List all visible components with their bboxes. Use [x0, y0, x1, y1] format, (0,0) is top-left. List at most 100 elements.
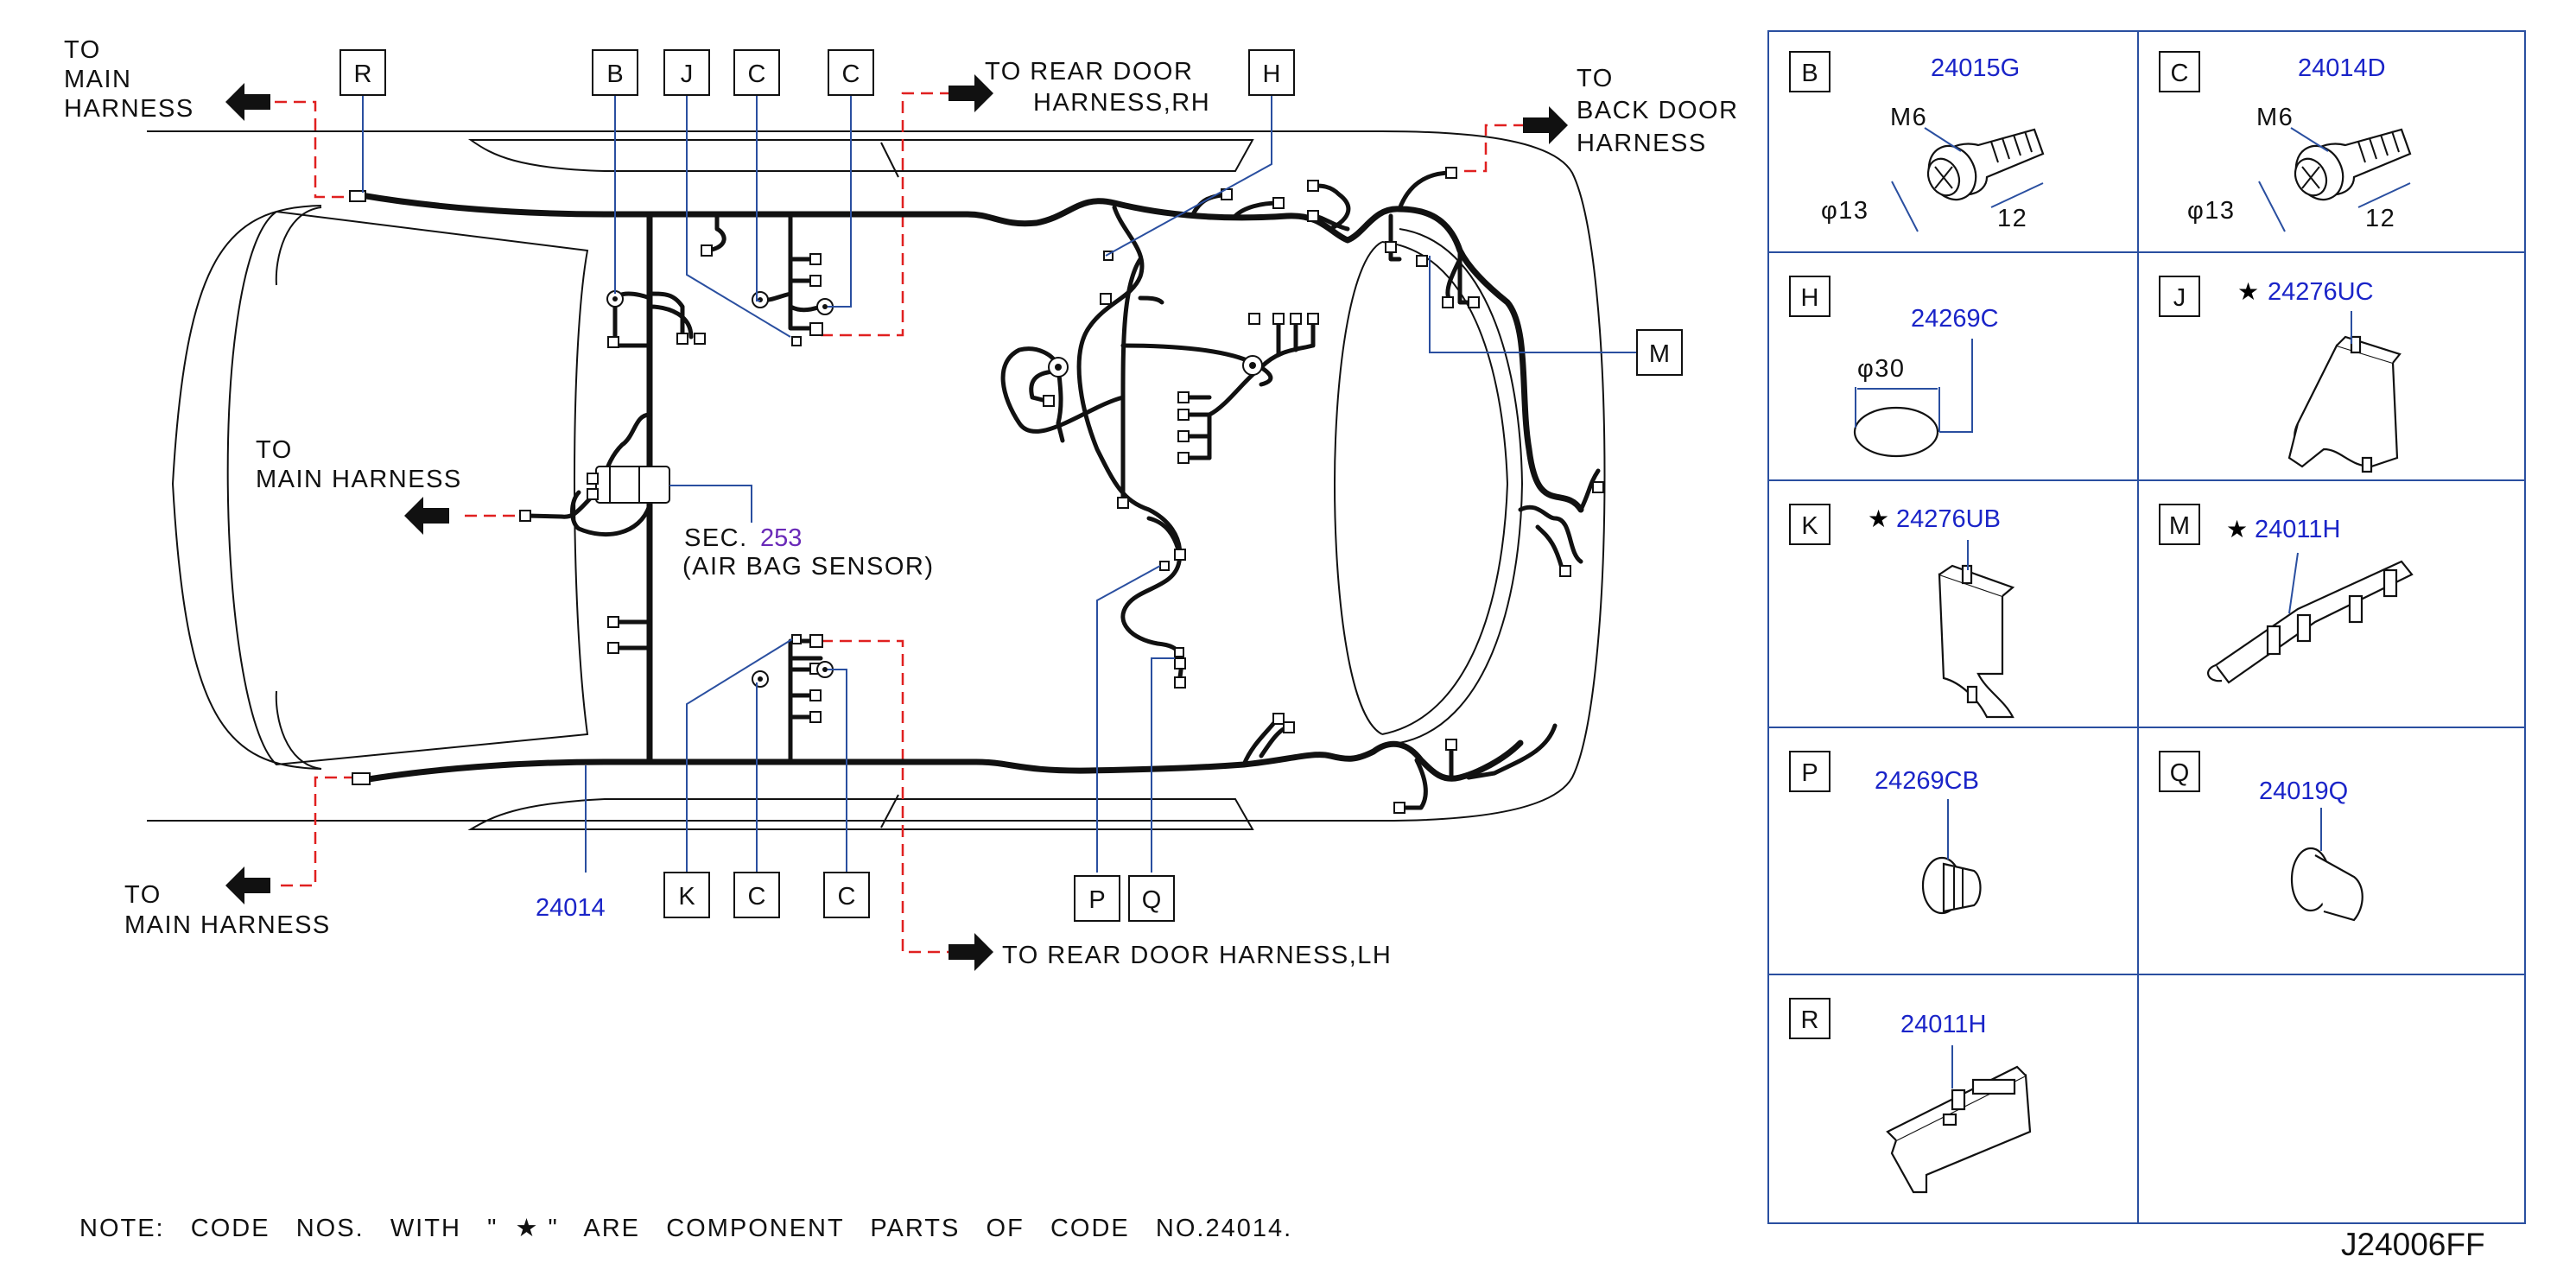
- svg-text:R: R: [1801, 1006, 1819, 1034]
- callout-q: Q: [1128, 875, 1175, 922]
- parts-table: B 24015G M6 φ13 12 C 24014D M6 φ13: [1767, 30, 2526, 1224]
- sec-number: 253: [760, 524, 802, 552]
- star-icon: ★: [1868, 505, 1889, 532]
- callout-c-bottom-1: C: [733, 872, 780, 918]
- callout-c-top-1: C: [733, 49, 780, 96]
- callout-b: B: [592, 49, 638, 96]
- part-code: 24011H: [2255, 516, 2340, 543]
- part-code: 24014D: [2298, 54, 2386, 82]
- svg-text:K: K: [678, 883, 695, 911]
- bolt-icon: [2258, 127, 2412, 232]
- svg-text:M: M: [1649, 340, 1670, 368]
- part-cell-m: M ★ 24011H: [2159, 504, 2414, 684]
- svg-text:M: M: [2169, 512, 2190, 540]
- to-back-door-line3: HARNESS: [1577, 130, 1707, 157]
- callout-j: J: [663, 49, 710, 96]
- diameter-spec: φ13: [2187, 197, 2236, 225]
- plug-icon: [1853, 339, 1973, 458]
- clip-icon: [1938, 540, 2015, 719]
- to-rear-door-lh: TO REAR DOOR HARNESS,LH: [1002, 942, 1392, 969]
- connectors: [349, 167, 1604, 814]
- part-cell-r: R 24011H: [1789, 998, 2032, 1194]
- clip-icon: [2287, 311, 2402, 473]
- part-code: 24015G: [1931, 54, 2020, 82]
- length-spec: 12: [2365, 205, 2395, 232]
- to-back-door-line2: BACK DOOR: [1577, 97, 1739, 124]
- svg-text:P: P: [1801, 759, 1818, 787]
- to-rear-door-rh-line1: TO REAR DOOR: [985, 58, 1193, 86]
- callout-c-bottom-2: C: [823, 872, 870, 918]
- part-cell-c: C 24014D M6 φ13 12: [2159, 51, 2412, 232]
- callout-k: K: [663, 872, 710, 918]
- to-main-harness-top-line1: TO: [64, 36, 101, 64]
- to-main-harness-bottom-line2: MAIN HARNESS: [124, 911, 331, 939]
- part-cell-j: J ★ 24276UC: [2159, 276, 2402, 473]
- air-bag-sensor: [587, 466, 670, 504]
- footnote: NOTE: CODE NOS. WITH " ★ " ARE COMPONENT…: [79, 1215, 1293, 1242]
- svg-text:P: P: [1088, 886, 1105, 914]
- svg-text:K: K: [1801, 512, 1818, 540]
- star-icon: ★: [2226, 516, 2248, 543]
- to-main-harness-mid-line2: MAIN HARNESS: [256, 466, 462, 493]
- to-back-door-line1: TO: [1577, 65, 1614, 92]
- svg-text:C: C: [2171, 60, 2189, 87]
- direction-arrows: [225, 74, 1568, 971]
- callout-p: P: [1074, 875, 1120, 922]
- svg-text:J: J: [681, 60, 694, 88]
- svg-text:Q: Q: [2170, 759, 2190, 787]
- callout-h: H: [1248, 49, 1295, 96]
- svg-text:J: J: [2173, 284, 2186, 312]
- part-cell-h: H 24269C φ30: [1789, 276, 1999, 458]
- callout-r-top: R: [339, 49, 386, 96]
- diameter-spec: φ30: [1857, 355, 1906, 383]
- arrow-left-icon: [225, 83, 270, 121]
- thread-spec: M6: [2256, 104, 2294, 131]
- svg-text:C: C: [748, 60, 766, 88]
- harness-wires: [358, 170, 1601, 810]
- to-rear-door-rh-line2: HARNESS,RH: [1033, 89, 1210, 117]
- push-pin-icon: [2290, 808, 2363, 922]
- part-cell-k: K ★ 24276UB: [1789, 504, 2015, 719]
- to-main-harness-mid-line1: TO: [256, 436, 293, 464]
- part-cell-q: Q 24019Q: [2159, 751, 2363, 922]
- arrow-right-icon: [949, 933, 993, 971]
- to-main-harness-top-line2: MAIN: [64, 66, 132, 93]
- to-main-harness-bottom-line1: TO: [124, 881, 162, 909]
- thread-spec: M6: [1890, 104, 1927, 131]
- star-icon: ★: [2237, 278, 2259, 305]
- part-code: 24276UC: [2268, 278, 2374, 306]
- sec-prefix: SEC.: [684, 524, 748, 552]
- callouts: R B J C C H M K C C P Q: [339, 49, 1683, 922]
- callout-m: M: [1636, 329, 1683, 376]
- clip-icon: [1886, 1045, 2032, 1194]
- svg-text:R: R: [354, 60, 372, 88]
- drawing-number: J24006FF: [2341, 1227, 2485, 1262]
- bolt-icon: [1891, 127, 2045, 232]
- svg-text:H: H: [1801, 284, 1819, 312]
- harness-labels: TO MAIN HARNESS TO REAR DOOR HARNESS,RH …: [64, 36, 1739, 969]
- svg-text:B: B: [606, 60, 623, 88]
- svg-text:C: C: [748, 883, 766, 911]
- diameter-spec: φ13: [1821, 197, 1869, 225]
- part-cell-b: B 24015G M6 φ13 12: [1789, 51, 2045, 232]
- arrow-right-icon: [1523, 106, 1568, 144]
- part-code: 24019Q: [2259, 777, 2348, 805]
- part-cell-p: P 24269CB: [1789, 751, 1982, 915]
- part-24014-label: 24014: [536, 894, 606, 922]
- part-code: 24269C: [1911, 305, 1999, 333]
- length-spec: 12: [1997, 205, 2027, 232]
- arrow-left-icon: [225, 866, 270, 904]
- part-code: 24011H: [1900, 1011, 1986, 1038]
- svg-text:Q: Q: [1142, 886, 1162, 914]
- push-pin-icon: [1921, 799, 1982, 915]
- svg-text:H: H: [1263, 60, 1281, 88]
- air-bag-sensor-label: (AIR BAG SENSOR): [682, 553, 935, 581]
- arrow-left-icon: [404, 497, 449, 535]
- svg-text:C: C: [842, 60, 860, 88]
- to-main-harness-top-line3: HARNESS: [64, 95, 194, 123]
- routing-dashes: [275, 92, 1525, 954]
- svg-text:C: C: [838, 883, 856, 911]
- clip-icon: [2207, 552, 2414, 684]
- svg-text:B: B: [1801, 60, 1818, 87]
